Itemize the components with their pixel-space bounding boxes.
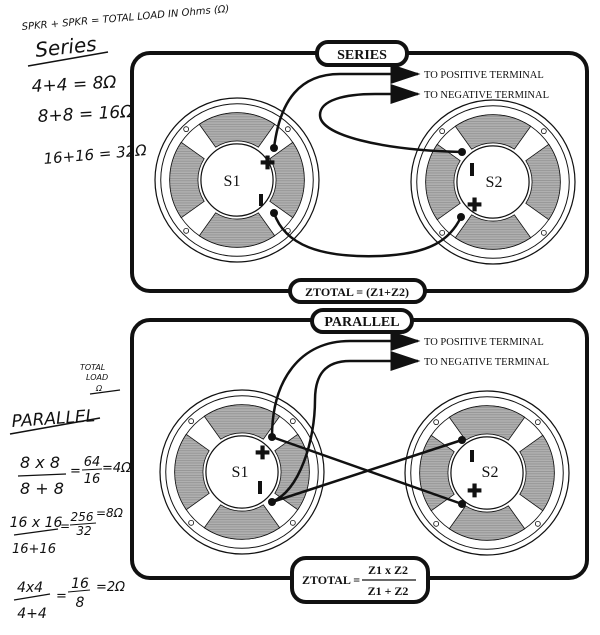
equals-sign: = — [70, 464, 81, 479]
to-negative-terminal-label: TO NEGATIVE TERMINAL — [424, 90, 549, 101]
fraction-bar — [17, 473, 67, 477]
series-speaker-2-label: S2 — [486, 174, 503, 191]
parallel-note-result: =2Ω — [96, 580, 125, 595]
parallel-note-numerator: 16 x 16 — [10, 515, 63, 531]
parallel-formula-numerator: Z1 x Z2 — [368, 563, 408, 577]
negative-terminal-icon — [470, 450, 474, 462]
series-formula: ZTOTAL = (Z1+Z2) — [305, 285, 409, 299]
to-positive-terminal-label: TO POSITIVE TERMINAL — [424, 70, 544, 81]
parallel-title: PARALLEL — [324, 315, 399, 330]
parallel-note-mid-numerator: 64 — [84, 455, 101, 470]
parallel-note-result: =4Ω — [102, 461, 131, 476]
parallel-speaker-1-label: S1 — [232, 464, 249, 481]
fraction-bar — [13, 528, 59, 536]
parallel-note-mid-numerator: 16 — [71, 576, 89, 592]
fraction-bar — [13, 593, 51, 601]
series-note-title: Series — [34, 32, 98, 62]
to-negative-terminal-label: TO NEGATIVE TERMINAL — [424, 357, 549, 368]
notes-header: SPKR + SPKR = TOTAL LOAD IN Ohms (Ω) — [21, 4, 229, 33]
parallel-note-numerator: 4x4 — [17, 580, 43, 596]
parallel-note-denominator: 4+4 — [17, 606, 47, 622]
positive-terminal-icon: ✚ — [260, 153, 275, 173]
series-title-pill — [315, 40, 409, 67]
parallel-note-mid-denominator: 8 — [76, 595, 85, 611]
parallel-formula-denominator: Z1 + Z2 — [368, 584, 409, 598]
parallel-speaker-2-label: S2 — [482, 464, 499, 481]
underline — [89, 389, 121, 395]
underline — [27, 51, 109, 67]
positive-terminal-icon: ✚ — [467, 481, 482, 501]
series-speaker-1-label: S1 — [224, 173, 241, 190]
negative-terminal-icon — [259, 194, 263, 206]
total-load-label: TOTAL — [80, 363, 105, 372]
series-title: SERIES — [337, 48, 387, 63]
parallel-note-title: PARALLEL — [11, 406, 96, 432]
wire-to-negative — [318, 84, 463, 154]
parallel-note-denominator: 8 + 8 — [20, 479, 64, 498]
equals-sign: = — [56, 589, 67, 604]
series-note-line: 4+4 = 8Ω — [31, 73, 117, 97]
wire-s1-neg-to-s2-neg — [271, 438, 463, 504]
to-positive-terminal-label: TO POSITIVE TERMINAL — [424, 337, 544, 348]
series-panel: S1 ✚ S2 ✚ TO POSITIVE TERMINAL TO NEGATI… — [130, 40, 589, 304]
fraction-bar — [67, 589, 91, 593]
parallel-note-mid-denominator: 16 — [84, 472, 101, 487]
wire-to-negative — [271, 351, 421, 504]
parallel-note-numerator: 8 x 8 — [20, 453, 60, 472]
parallel-panel: S1 ✚ S2 ✚ TO POSITIVE TERMINAL TO NEGATI… — [130, 308, 589, 604]
wire-to-positive — [270, 331, 421, 438]
wire-s1-to-s2 — [272, 212, 463, 258]
parallel-note-mid-denominator: 32 — [76, 524, 91, 538]
total-load-label: LOAD — [86, 373, 108, 382]
series-note-line: 8+8 = 16Ω — [37, 102, 133, 127]
fraction-bar — [81, 468, 103, 471]
parallel-note-result: =8Ω — [96, 506, 124, 520]
equals-sign: = — [60, 519, 70, 533]
underline — [9, 417, 101, 435]
parallel-note-mid-numerator: 256 — [71, 510, 94, 524]
parallel-formula-pill — [290, 556, 430, 604]
positive-terminal-icon: ✚ — [255, 443, 270, 463]
parallel-formula-left: ZTOTAL = — [302, 573, 360, 587]
positive-terminal-icon: ✚ — [467, 195, 482, 215]
total-load-label: Ω — [95, 384, 103, 393]
negative-terminal-icon — [470, 163, 474, 176]
parallel-title-pill — [310, 308, 414, 334]
wire-to-positive — [272, 64, 421, 149]
parallel-note-denominator: 16+16 — [12, 542, 56, 557]
fraction-bar — [69, 522, 97, 526]
series-formula-pill — [288, 278, 427, 304]
negative-terminal-icon — [258, 481, 262, 494]
